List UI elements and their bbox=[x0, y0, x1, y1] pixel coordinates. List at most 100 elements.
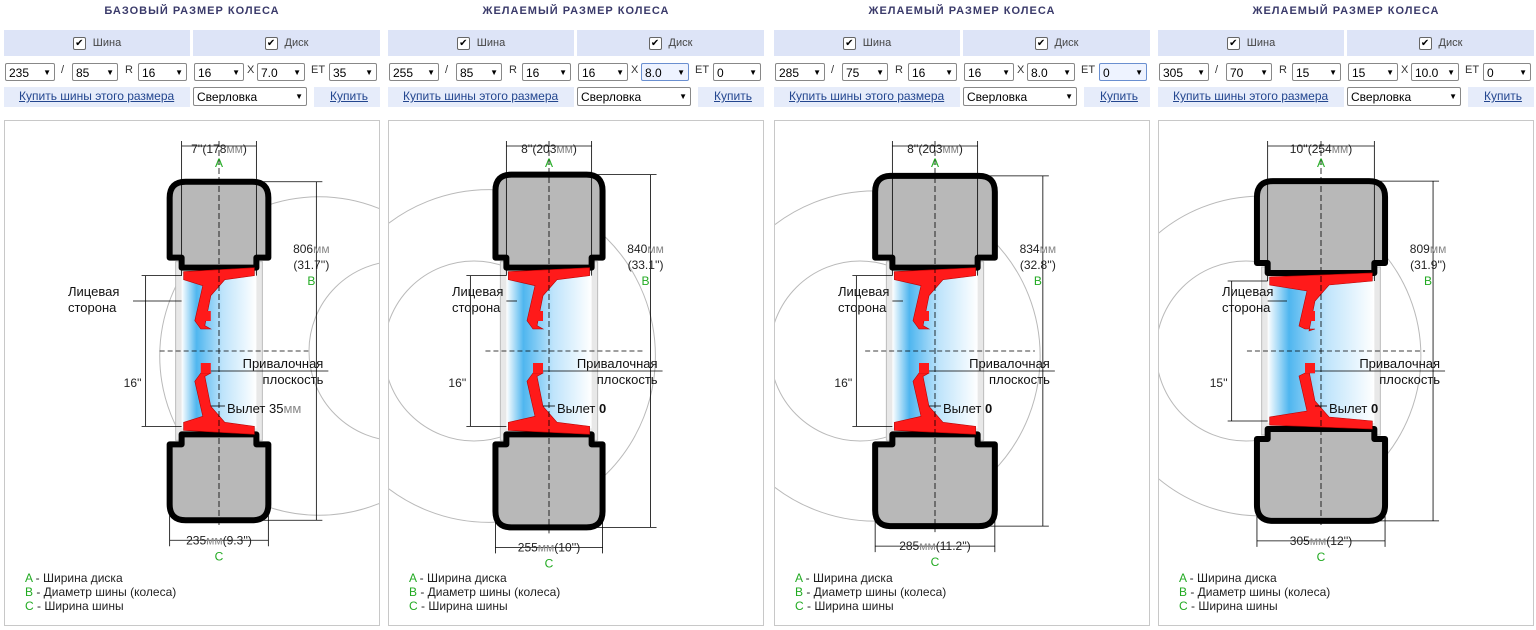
buy-tires-link[interactable]: Купить шины этого размера bbox=[1173, 89, 1329, 103]
tire-checkbox[interactable]: ✔ Шина bbox=[4, 30, 190, 56]
panel-title: БАЗОВЫЙ РАЗМЕР КОЛЕСА bbox=[104, 5, 280, 17]
legend-b: B - Диаметр шины (колеса) bbox=[795, 585, 946, 599]
legend-b: B - Диаметр шины (колеса) bbox=[1179, 585, 1330, 599]
tire-width-select[interactable]: 305▼ bbox=[1159, 63, 1209, 81]
tire-checkbox-label: Шина bbox=[92, 37, 122, 49]
disk-checkbox[interactable]: ✔ Диск bbox=[963, 30, 1150, 56]
buy-row bbox=[698, 87, 764, 107]
rim-width-value: 8.0 bbox=[1031, 66, 1048, 80]
rim-width-select[interactable]: 8.0▼ bbox=[1027, 63, 1075, 81]
et-select[interactable]: 0▼ bbox=[1099, 63, 1147, 81]
checkbox-check-icon: ✔ bbox=[648, 36, 662, 50]
face-side-label-1: Лицевая bbox=[838, 284, 889, 299]
drilling-select[interactable]: Сверловка▼ bbox=[193, 87, 307, 106]
tire-width-select[interactable]: 285▼ bbox=[775, 63, 825, 81]
dim-b-letter: B bbox=[1034, 274, 1042, 288]
tire-width-value: 255 bbox=[393, 66, 414, 80]
legend-a: A - Ширина диска bbox=[795, 571, 893, 585]
x-label: X bbox=[631, 64, 639, 76]
rim-diameter-select[interactable]: 16▼ bbox=[194, 63, 244, 81]
tire-checkbox[interactable]: ✔ Шина bbox=[1158, 30, 1344, 56]
tire-checkbox-label: Шина bbox=[862, 37, 892, 49]
mount-plane-label-1: Привалочная bbox=[577, 356, 658, 371]
wheel-panel-4: ЖЕЛАЕМЫЙ РАЗМЕР КОЛЕСА ✔ Шина ✔ Диск 305… bbox=[1100, 0, 1534, 629]
tire-width-value: 235 bbox=[9, 66, 30, 80]
rim-diameter-select[interactable]: 16▼ bbox=[964, 63, 1014, 81]
chevron-down-icon: ▼ bbox=[1135, 68, 1143, 77]
drilling-select[interactable]: Сверловка▼ bbox=[1347, 87, 1461, 106]
dimension-lines bbox=[852, 141, 1055, 553]
rim-diameter-select[interactable]: 16▼ bbox=[578, 63, 628, 81]
buy-link[interactable]: Купить bbox=[330, 89, 368, 103]
dim-a-label: 7''(178мм) bbox=[191, 142, 247, 156]
rim-diameter-select[interactable]: 15 ▼ bbox=[1348, 63, 1398, 81]
chevron-down-icon: ▼ bbox=[365, 68, 373, 77]
tire-radius-select[interactable]: 16▼ bbox=[138, 63, 187, 81]
et-select[interactable]: 35▼ bbox=[329, 63, 377, 81]
rim-diameter-value: 15 bbox=[1352, 66, 1366, 80]
tire-radius-select[interactable]: 15▼ bbox=[1292, 63, 1341, 81]
drilling-value: Сверловка bbox=[581, 90, 642, 104]
drilling-select[interactable]: Сверловка▼ bbox=[963, 87, 1077, 106]
et-select[interactable]: 0▼ bbox=[1483, 63, 1531, 81]
panel-title: ЖЕЛАЕМЫЙ РАЗМЕР КОЛЕСА bbox=[482, 5, 670, 17]
chevron-down-icon: ▼ bbox=[876, 68, 884, 77]
drilling-select[interactable]: Сверловка▼ bbox=[577, 87, 691, 106]
disc-lower bbox=[183, 372, 255, 435]
drilling-value: Сверловка bbox=[197, 90, 258, 104]
disk-checkbox-label: Диск bbox=[1438, 37, 1463, 49]
dim-b-mm: 840мм bbox=[627, 242, 664, 256]
slash-separator: / bbox=[445, 64, 449, 76]
dim-b-letter: B bbox=[307, 274, 315, 288]
dim-a-letter: A bbox=[1317, 156, 1325, 170]
tire-profile-select[interactable]: 85▼ bbox=[456, 63, 502, 81]
tire-checkbox-label: Шина bbox=[476, 37, 506, 49]
tire-radius-select[interactable]: 16▼ bbox=[908, 63, 957, 81]
tire-checkbox[interactable]: ✔ Шина bbox=[388, 30, 574, 56]
tire-width-select[interactable]: 255▼ bbox=[389, 63, 439, 81]
chevron-down-icon: ▼ bbox=[1449, 92, 1457, 101]
tire-checkbox-label: Шина bbox=[1246, 37, 1276, 49]
disk-checkbox-label: Диск bbox=[1054, 37, 1079, 49]
wheel-diagram: 7''(178мм) A 806мм (31.7'') B 235мм(9.3'… bbox=[4, 120, 490, 626]
chevron-down-icon: ▼ bbox=[1386, 68, 1394, 77]
et-label: ET bbox=[311, 64, 326, 76]
buy-row bbox=[1468, 87, 1534, 107]
wheel-diagram: 8''(203мм) A 840мм (33.1'') B 255мм(10''… bbox=[322, 120, 764, 626]
offset-label: Вылет 0 bbox=[943, 401, 992, 416]
buy-tires-link[interactable]: Купить шины этого размера bbox=[403, 89, 559, 103]
dim-a-letter: A bbox=[215, 156, 223, 170]
disk-checkbox[interactable]: ✔ Диск bbox=[577, 30, 764, 56]
et-select[interactable]: 0▼ bbox=[713, 63, 761, 81]
buy-link[interactable]: Купить bbox=[1484, 89, 1522, 103]
buy-tires-link[interactable]: Купить шины этого размера bbox=[19, 89, 175, 103]
tire-top bbox=[872, 172, 998, 271]
tire-width-select[interactable]: 235▼ bbox=[5, 63, 55, 81]
tire-width-value: 305 bbox=[1163, 66, 1184, 80]
tire-profile-select[interactable]: 75▼ bbox=[842, 63, 888, 81]
disc-lower bbox=[508, 372, 590, 435]
disk-checkbox-label: Диск bbox=[668, 37, 693, 49]
disk-checkbox-label: Диск bbox=[284, 37, 309, 49]
et-label: ET bbox=[695, 64, 710, 76]
buy-link[interactable]: Купить bbox=[714, 89, 752, 103]
tire-radius-select[interactable]: 16▼ bbox=[522, 63, 571, 81]
tire-profile-select[interactable]: 70▼ bbox=[1226, 63, 1272, 81]
tire-profile-select[interactable]: 85▼ bbox=[72, 63, 118, 81]
dim-c-letter: C bbox=[931, 555, 940, 569]
tire-checkbox[interactable]: ✔ Шина bbox=[774, 30, 960, 56]
rim-width-select[interactable]: 8.0▼ bbox=[641, 63, 689, 81]
x-label: X bbox=[1401, 64, 1409, 76]
et-label: ET bbox=[1081, 64, 1096, 76]
dim-a-letter: A bbox=[545, 156, 553, 170]
rim-width-select[interactable]: 10.0▼ bbox=[1411, 63, 1459, 81]
buy-tires-link[interactable]: Купить шины этого размера bbox=[789, 89, 945, 103]
dim-b-inch: (31.7'') bbox=[293, 258, 329, 272]
buy-link[interactable]: Купить bbox=[1100, 89, 1138, 103]
checkbox-check-icon: ✔ bbox=[72, 36, 86, 50]
disk-checkbox[interactable]: ✔ Диск bbox=[193, 30, 380, 56]
disk-checkbox[interactable]: ✔ Диск bbox=[1347, 30, 1534, 56]
panel-title: ЖЕЛАЕМЫЙ РАЗМЕР КОЛЕСА bbox=[868, 5, 1056, 17]
rim-width-select[interactable]: 7.0▼ bbox=[257, 63, 305, 81]
face-side-label-2: сторона bbox=[68, 300, 117, 315]
